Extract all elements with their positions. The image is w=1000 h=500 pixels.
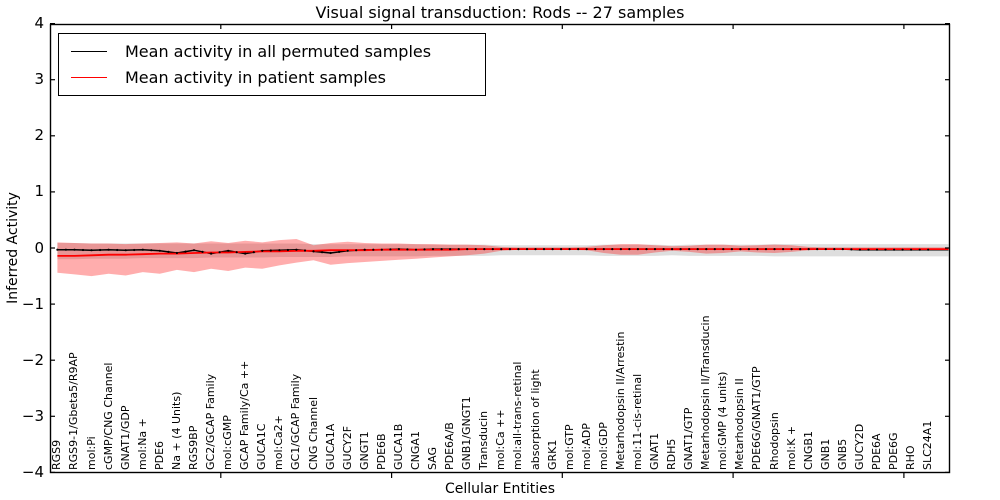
x-tick-label: mol:cGMP [221,415,235,470]
x-tick-label: mol:GTP [562,424,576,470]
x-tick-label: GUCA1C [255,423,269,470]
x-tick-label: GUCY2F [340,425,354,470]
y-tick-label: 2 [34,126,44,145]
x-tick-label: GNB1/GNGT1 [460,396,474,470]
x-tick-label: mol:GDP [596,422,610,470]
y-tick-label: 0 [34,238,44,257]
x-tick-label: RDH5 [665,438,679,470]
x-tick-label: CNG Channel [306,396,320,470]
x-tick-label: Rhodopsin [767,412,781,470]
legend-label-permuted: Mean activity in all permuted samples [125,41,432,61]
x-tick-label: GNB1 [818,438,832,470]
x-tick-label: GUCY2D [852,423,866,470]
x-tick-label: GCAP Family/Ca ++ [238,360,252,470]
y-tick-label: −4 [21,462,44,481]
x-tick-label: mol:K + [784,425,798,470]
x-tick-label: mol:Na + [135,418,149,470]
x-tick-label: RGS9BP [187,425,200,470]
x-tick-label: GNAT1 [648,432,662,470]
x-tick-label: GNAT1/GDP [118,405,132,470]
x-tick-label: GNB5 [835,438,849,470]
x-tick-label: GRK1 [545,439,559,470]
y-tick-label: 3 [34,70,44,89]
x-tick-label: PDE6 [152,440,166,470]
x-tick-label: mol:Ca ++ [494,409,508,470]
y-tick-label: 4 [34,14,44,33]
x-tick-label: mol:Ca2+ [272,415,286,470]
patient-line-sample-icon [71,77,107,79]
x-tick-label: mol:all-trans-retinal [511,361,525,470]
x-tick-label: Na + (4 Units) [169,391,183,470]
x-tick-label: GC1/GCAP Family [289,373,303,470]
y-tick-label: 1 [34,182,44,201]
x-tick-label: RGS9-1/Gbeta5/R9AP [67,352,81,470]
x-tick-label: Transducin [477,410,491,470]
x-tick-label: SLC24A1 [921,420,935,470]
x-tick-label: CNGB1 [801,431,815,470]
x-tick-label: GNGT1 [357,431,371,470]
chart-title: Visual signal transduction: Rods -- 27 s… [315,3,685,22]
x-axis-label: Cellular Entities [444,481,556,497]
x-tick-label: RGS9 [50,439,64,470]
x-tick-label: Metarhodopsin II/Transducin [699,315,713,470]
permuted-line-sample-icon [71,50,107,52]
legend: Mean activity in all permuted samples Me… [58,33,486,96]
x-tick-label: absorption of light [528,369,542,470]
x-tick-label: SAG [426,446,440,470]
x-tick-label: GC2/GCAP Family [204,373,218,470]
x-tick-label: GNAT1/GTP [682,407,696,470]
x-tick-label: PDE6B [374,433,388,470]
legend-item-patient: Mean activity in patient samples [59,65,485,91]
x-tick-label: Metarhodopsin II [733,378,747,470]
x-tick-label: mol:GMP (4 units) [716,371,730,470]
x-tick-label: mol:ADP [579,423,593,470]
y-tick-label: −1 [21,294,44,313]
y-tick-label: −2 [21,350,44,369]
x-tick-label: CNGA1 [408,431,422,470]
x-tick-label: PDE6A/B [443,422,457,470]
x-tick-label: GUCA1A [323,423,337,470]
x-tick-label: RHO [904,445,918,470]
legend-label-patient: Mean activity in patient samples [125,68,386,88]
x-tick-label: mol:Pi [84,436,98,470]
x-tick-label: cGMP/CNG Channel [101,362,115,471]
legend-item-permuted: Mean activity in all permuted samples [59,38,485,64]
x-tick-label: PDE6A [870,433,883,470]
x-tick-label: Metarhodopsin II/Arrestin [613,331,627,470]
x-tick-label: GUCA1B [391,423,405,470]
y-tick-label: −3 [21,406,44,425]
x-tick-label: PDE6G/GNAT1/GTP [750,366,764,470]
x-tick-label: PDE6G [887,432,901,470]
x-tick-label: mol:11-cis-retinal [630,373,644,470]
